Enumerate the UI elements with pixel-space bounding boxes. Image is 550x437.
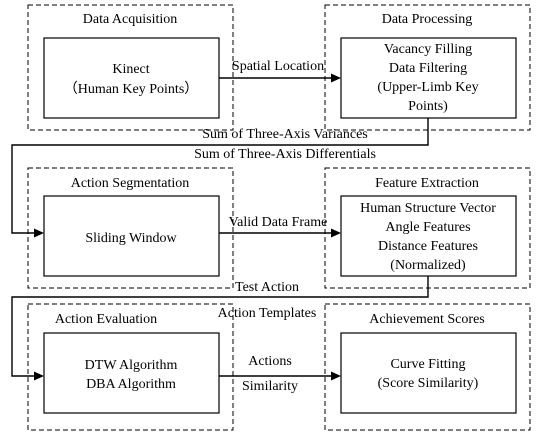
stage-title: Action Segmentation xyxy=(71,176,190,191)
process-box xyxy=(340,37,517,119)
edge-label: Action Templates xyxy=(218,306,317,321)
box-line: Vacancy Filling xyxy=(384,42,472,57)
box-line: (Score Similarity) xyxy=(378,376,479,391)
arrow-extraction-to-evaluation: Test Action Action Templates xyxy=(11,276,429,381)
box-line: Sliding Window xyxy=(85,231,177,246)
stage-title: Data Acquisition xyxy=(83,12,178,27)
stage-frame xyxy=(324,303,531,431)
arrowhead xyxy=(34,228,44,238)
box-line: DTW Algorithm xyxy=(85,358,178,373)
arrow-processing-to-segmentation: Sum of Three-Axis Variances Sum of Three… xyxy=(11,118,429,238)
arrowhead xyxy=(34,371,44,381)
edge-label: Spatial Location xyxy=(232,59,324,74)
stage-frame xyxy=(27,167,234,289)
edge-label: Test Action xyxy=(235,280,299,295)
box-line: (Normalized) xyxy=(390,258,466,273)
stage-frame xyxy=(27,4,234,131)
stage-title: Action Evaluation xyxy=(55,312,157,327)
edge-label: Actions xyxy=(248,354,292,369)
stage-achievement-scores: Achievement Scores Curve Fitting (Score … xyxy=(324,303,531,431)
stage-title: Feature Extraction xyxy=(375,176,479,191)
stage-action-evaluation: Action Evaluation DTW Algorithm DBA Algo… xyxy=(27,303,234,431)
stage-frame xyxy=(27,303,234,431)
box-line: Curve Fitting xyxy=(390,357,465,372)
box-line: (Upper-Limb Key xyxy=(377,80,478,95)
box-line: Points) xyxy=(408,99,448,114)
arrow-evaluation-to-scores: Actions Similarity xyxy=(219,354,341,394)
stage-title: Achievement Scores xyxy=(369,312,484,327)
stage-action-segmentation: Action Segmentation Sliding Window xyxy=(27,167,234,289)
edge-label: Sum of Three-Axis Variances xyxy=(202,127,368,142)
box-line: Distance Features xyxy=(378,239,478,254)
stage-feature-extraction: Feature Extraction Human Structure Vecto… xyxy=(324,167,531,289)
box-line: （Human Key Points） xyxy=(64,81,199,97)
arrowhead xyxy=(331,73,341,83)
arrow-line xyxy=(11,118,429,234)
arrow-acquisition-to-processing: Spatial Location xyxy=(219,59,341,83)
arrow-segmentation-to-extraction: Valid Data Frame xyxy=(219,215,341,238)
box-line: DBA Algorithm xyxy=(86,377,176,392)
box-line: Angle Features xyxy=(385,220,470,235)
process-box xyxy=(43,37,220,119)
process-box xyxy=(43,195,220,277)
arrow-line xyxy=(11,276,429,377)
arrowhead xyxy=(331,228,341,238)
box-line: Kinect xyxy=(112,62,149,77)
edge-label: Sum of Three-Axis Differentials xyxy=(194,147,376,162)
stage-title: Data Processing xyxy=(382,12,473,27)
edge-label: Similarity xyxy=(242,379,298,394)
arrowhead xyxy=(331,371,341,381)
box-line: Data Filtering xyxy=(389,61,467,76)
process-box xyxy=(340,332,517,414)
stage-data-acquisition: Data Acquisition Kinect （Human Key Point… xyxy=(27,4,234,131)
edge-label: Valid Data Frame xyxy=(229,215,328,230)
process-box xyxy=(43,332,220,414)
stage-data-processing: Data Processing Vacancy Filling Data Fil… xyxy=(324,4,531,131)
box-line: Human Structure Vector xyxy=(360,201,496,216)
